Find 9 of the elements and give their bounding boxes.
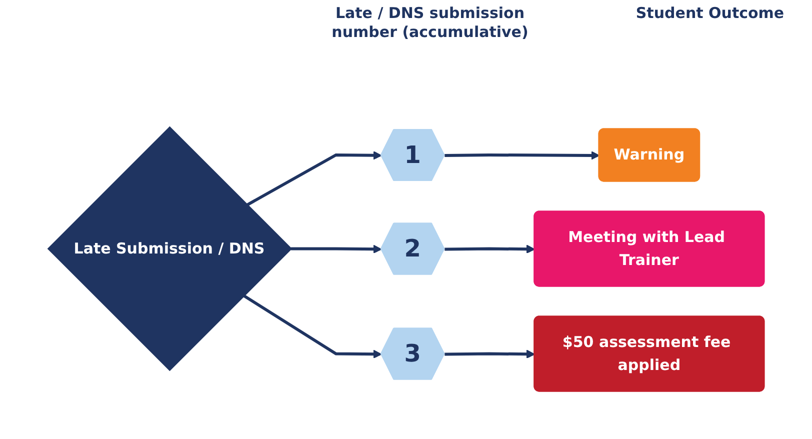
arrow — [246, 150, 382, 206]
arrow — [444, 350, 535, 358]
column-heading: Late / DNS submission number (accumulative) — [330, 4, 530, 42]
node-diamond: Late Submission / DNS — [47, 126, 292, 372]
arrow — [444, 244, 535, 254]
column-heading: Student Outcome — [634, 4, 786, 23]
arrow — [290, 244, 382, 254]
arrow — [243, 294, 382, 358]
arrow — [444, 150, 600, 160]
